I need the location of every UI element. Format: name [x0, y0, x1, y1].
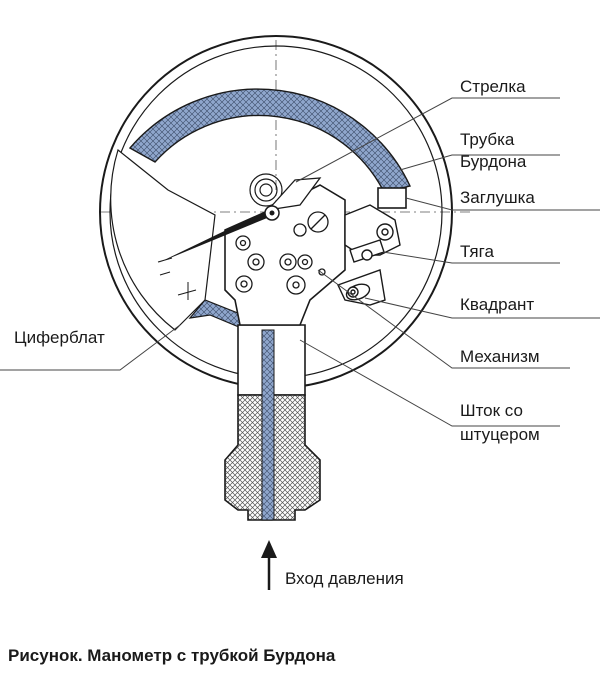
leader-lines — [0, 97, 600, 427]
dial-marks — [157, 257, 197, 300]
dial-plate — [110, 148, 216, 331]
label-dial: Циферблат — [14, 328, 105, 347]
stem-channel — [261, 329, 275, 521]
label-stem-line1: Шток со — [460, 401, 523, 420]
needle — [158, 177, 322, 263]
label-stem-line2: штуцером — [460, 425, 540, 444]
figure-caption: Рисунок. Манометр с трубкой Бурдона — [8, 646, 336, 665]
label-needle: Стрелка — [460, 77, 526, 96]
label-mechanism: Механизм — [460, 347, 540, 366]
label-tube-line1: Трубка — [460, 130, 515, 149]
tube-plug — [377, 187, 407, 209]
mechanism-screws — [235, 211, 329, 295]
label-quadrant: Квадрант — [460, 295, 534, 314]
label-pressure-inlet: Вход давления — [285, 569, 404, 588]
pressure-arrow — [261, 540, 277, 590]
pinion-spring — [249, 173, 283, 207]
label-link: Тяга — [460, 242, 494, 261]
bourdon-tube — [128, 88, 412, 193]
link-and-quadrant — [337, 204, 401, 306]
label-plug: Заглушка — [460, 188, 535, 207]
label-tube-line2: Бурдона — [460, 152, 527, 171]
